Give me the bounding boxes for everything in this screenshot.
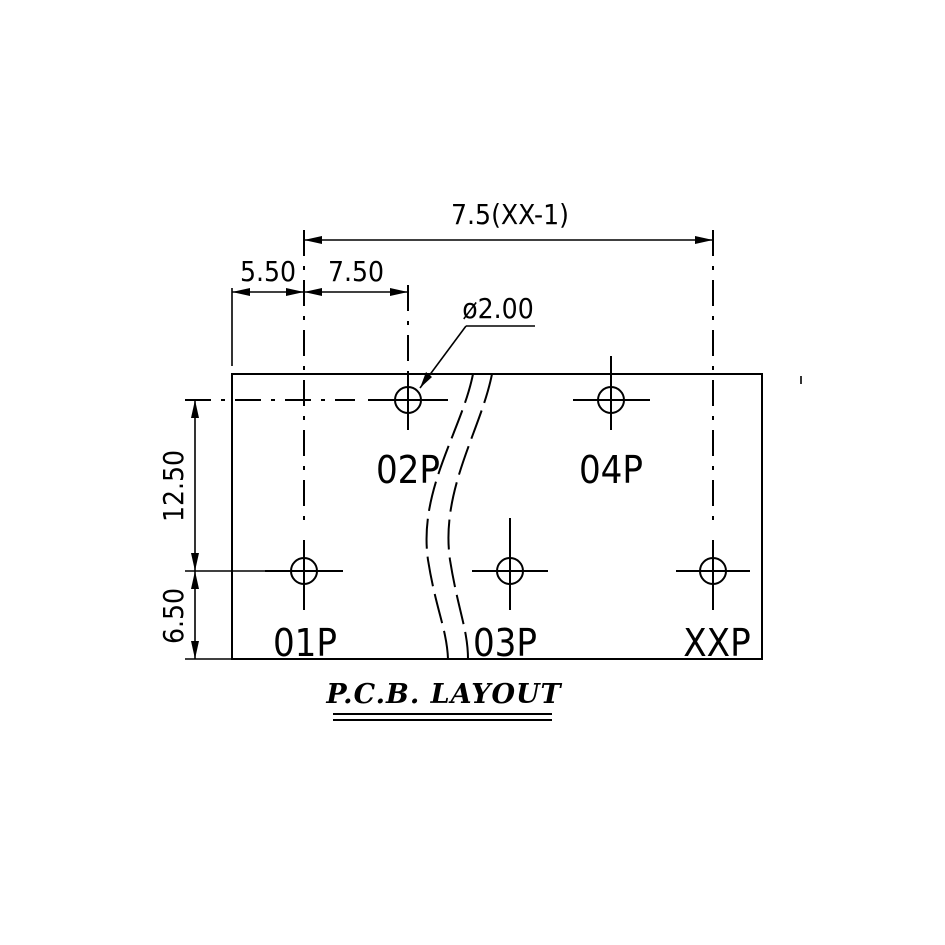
arrowhead (232, 288, 250, 296)
arrowhead (191, 553, 199, 571)
board-outline (231, 373, 763, 660)
dimension-bottom-offset: 6.50 (157, 588, 190, 644)
arrowhead (191, 571, 199, 589)
arrowhead (304, 288, 322, 296)
pin-label-xxp: XXP (683, 621, 750, 665)
arrowhead (191, 400, 199, 418)
arrowhead (695, 236, 713, 244)
drawing-title: P.C.B. LAYOUT (325, 679, 562, 710)
break-line-left (425, 373, 474, 660)
arrowhead (390, 288, 408, 296)
dimension-row-spacing: 12.50 (157, 450, 190, 522)
dimension-pitch: 7.50 (328, 255, 384, 288)
arrowhead (191, 641, 199, 659)
hole-02p (368, 375, 448, 430)
break-line-right (447, 373, 493, 660)
arrowhead (304, 236, 322, 244)
pin-label-04p: 04P (579, 448, 643, 492)
arrowhead (286, 288, 304, 296)
pin-label-01p: 01P (273, 621, 337, 665)
arrowhead (420, 372, 432, 388)
hole-xxp (676, 540, 750, 610)
hole-04p (573, 356, 650, 430)
dimension-hole-diameter: ø2.00 (462, 292, 533, 325)
dimension-overall-pitch: 7.5(XX-1) (451, 198, 569, 231)
dimension-edge-offset: 5.50 (240, 255, 296, 288)
pin-label-03p: 03P (473, 621, 537, 665)
hole-03p (472, 518, 548, 610)
pin-label-02p: 02P (376, 448, 440, 492)
hole-01p (265, 540, 343, 610)
